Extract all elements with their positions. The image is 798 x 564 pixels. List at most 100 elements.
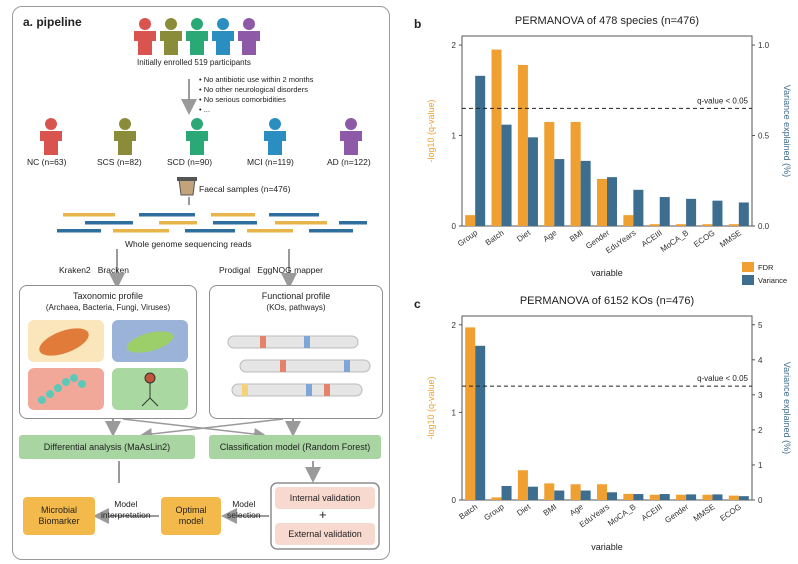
pipeline-panel: a. pipeline (12, 6, 390, 560)
y-tick-label: 2 (452, 41, 457, 50)
x-tick-label: Group (456, 228, 480, 248)
variance-bar (659, 494, 670, 500)
fdr-bar (649, 494, 660, 500)
legend: FDR Variance (742, 262, 787, 285)
criteria-item: No serious comorbidities (203, 95, 286, 104)
x-axis-label: variable (591, 268, 623, 278)
variance-bar (712, 200, 723, 226)
x-tick-label: EduYears (578, 502, 611, 529)
x-tick-label: ECOG (692, 228, 716, 249)
read-segment (85, 221, 133, 225)
fdr-bar (517, 64, 528, 226)
fdr-bar (702, 224, 713, 226)
fdr-bar (465, 215, 476, 226)
fdr-bar (465, 327, 476, 500)
x-tick-label: Age (542, 228, 559, 244)
fdr-bar (649, 224, 660, 226)
x-tick-label: ACEIII (640, 502, 664, 523)
y2-tick-label: 1.0 (758, 41, 770, 50)
x-tick-label: EduYears (604, 228, 637, 255)
func-tools-label: Prodigal EggNOG mapper (219, 265, 323, 275)
x-tick-label: MoCA_B (606, 502, 637, 528)
y-tick-label: 1 (452, 408, 457, 417)
y2-tick-label: 3 (758, 391, 763, 400)
group-label-scd: SCD (n=90) (167, 157, 213, 167)
variance-bar (633, 494, 644, 500)
read-segment (185, 229, 235, 233)
read-segment (247, 229, 293, 233)
y2-tick-label: 1 (758, 461, 763, 470)
external-validation-box: External validation (275, 523, 375, 545)
group-label-scs: SCS (n=82) (97, 157, 142, 167)
classification-model-box: Classification model (Random Forest) (209, 435, 381, 459)
group-people (40, 118, 362, 155)
optimal-model-box: Optimal model (161, 497, 221, 535)
enrolled-label: Initially enrolled 519 participants (137, 58, 251, 67)
y-tick-label: 2 (452, 321, 457, 330)
read-segment (339, 221, 367, 225)
fdr-bar (596, 484, 607, 500)
x-tick-label: Group (482, 502, 506, 522)
fdr-bar (544, 121, 555, 226)
person-icon (340, 118, 362, 155)
fdr-bar (491, 497, 502, 500)
variance-bar (738, 496, 749, 500)
criteria-list: • No antibiotic use within 2 months • No… (199, 75, 314, 114)
legend-variance-swatch (742, 275, 754, 285)
y-tick-label: 0 (452, 496, 457, 505)
fdr-bar (728, 224, 739, 226)
variance-bar (659, 197, 670, 226)
variance-bar (712, 494, 723, 500)
read-segment (309, 229, 353, 233)
group-label-mci: MCI (n=119) (247, 157, 294, 167)
variance-bar (738, 202, 749, 226)
taxa-illustrations (28, 320, 188, 410)
variance-bar (527, 486, 538, 500)
microbial-biomarker-box: Microbial Biomarker (23, 497, 95, 535)
fdr-bar (728, 495, 739, 500)
variance-bar (686, 198, 697, 226)
y-tick-label: 0 (452, 222, 457, 231)
variance-bar (475, 345, 486, 500)
y2-tick-label: 0.5 (758, 132, 770, 141)
y2-axis-label: Variance explained (%) (782, 85, 792, 177)
enrolled-people (134, 18, 260, 55)
read-segment (63, 213, 115, 217)
arrow-cross-1 (122, 418, 266, 440)
read-segment (139, 213, 195, 217)
fdr-bar (623, 493, 634, 500)
y-tick-label: 1 (452, 132, 457, 141)
chart-title: PERMANOVA of 478 species (n=476) (515, 15, 699, 27)
criteria-item: No antibiotic use within 2 months (203, 75, 314, 84)
person-icon (212, 18, 234, 55)
tax-subtitle: (Archaea, Bacteria, Fungi, Viruses) (45, 303, 171, 312)
chart-title: PERMANOVA of 6152 KOs (n=476) (520, 295, 694, 307)
fdr-bar (676, 494, 687, 500)
variance-bar (554, 159, 565, 226)
variance-bar (633, 189, 644, 226)
variance-bar (554, 490, 565, 500)
x-tick-label: Batch (457, 502, 479, 521)
x-axis-label: variable (591, 542, 623, 552)
y-axis-label: -log10 (q-value) (426, 99, 436, 162)
y2-tick-label: 4 (758, 356, 763, 365)
person-icon (114, 118, 136, 155)
func-title: Functional profile (261, 291, 331, 301)
pipeline-title: a. pipeline (23, 15, 82, 29)
variance-bar (686, 494, 697, 500)
x-tick-label: Diet (515, 502, 532, 518)
variance-bar (501, 124, 512, 226)
criteria-item: No other neurological disorders (203, 85, 308, 94)
reads-label: Whole genome sequencing reads (125, 239, 252, 249)
x-tick-label: MMSE (692, 502, 717, 523)
y2-tick-label: 0.0 (758, 222, 770, 231)
read-segment (113, 229, 169, 233)
fdr-bar (570, 484, 581, 500)
x-tick-label: MMSE (718, 228, 743, 249)
variance-bar (607, 492, 618, 500)
threshold-label: q-value < 0.05 (697, 374, 748, 383)
fdr-bar (570, 121, 581, 226)
tax-title: Taxonomic profile (72, 291, 144, 301)
y2-tick-label: 5 (758, 321, 763, 330)
